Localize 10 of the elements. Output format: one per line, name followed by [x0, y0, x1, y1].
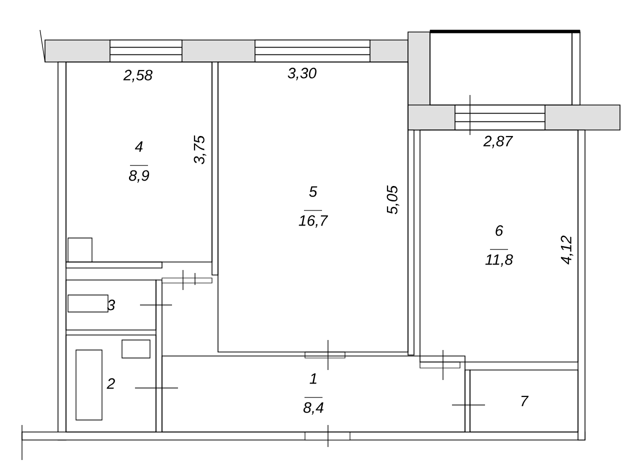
dimension-label: 3,75 — [194, 135, 206, 164]
dimension-label: 2,87 — [483, 136, 514, 148]
room: 2 — [66, 334, 156, 432]
dimension-label: 5,05 — [386, 185, 400, 214]
dimension-label: 3,30 — [288, 68, 316, 80]
dimension-label: 2,58 — [123, 70, 152, 82]
dimension-label: 4,12 — [560, 236, 574, 264]
room: 1 8,4 — [162, 356, 466, 432]
balcony — [430, 32, 572, 106]
room: 7 — [470, 370, 578, 432]
